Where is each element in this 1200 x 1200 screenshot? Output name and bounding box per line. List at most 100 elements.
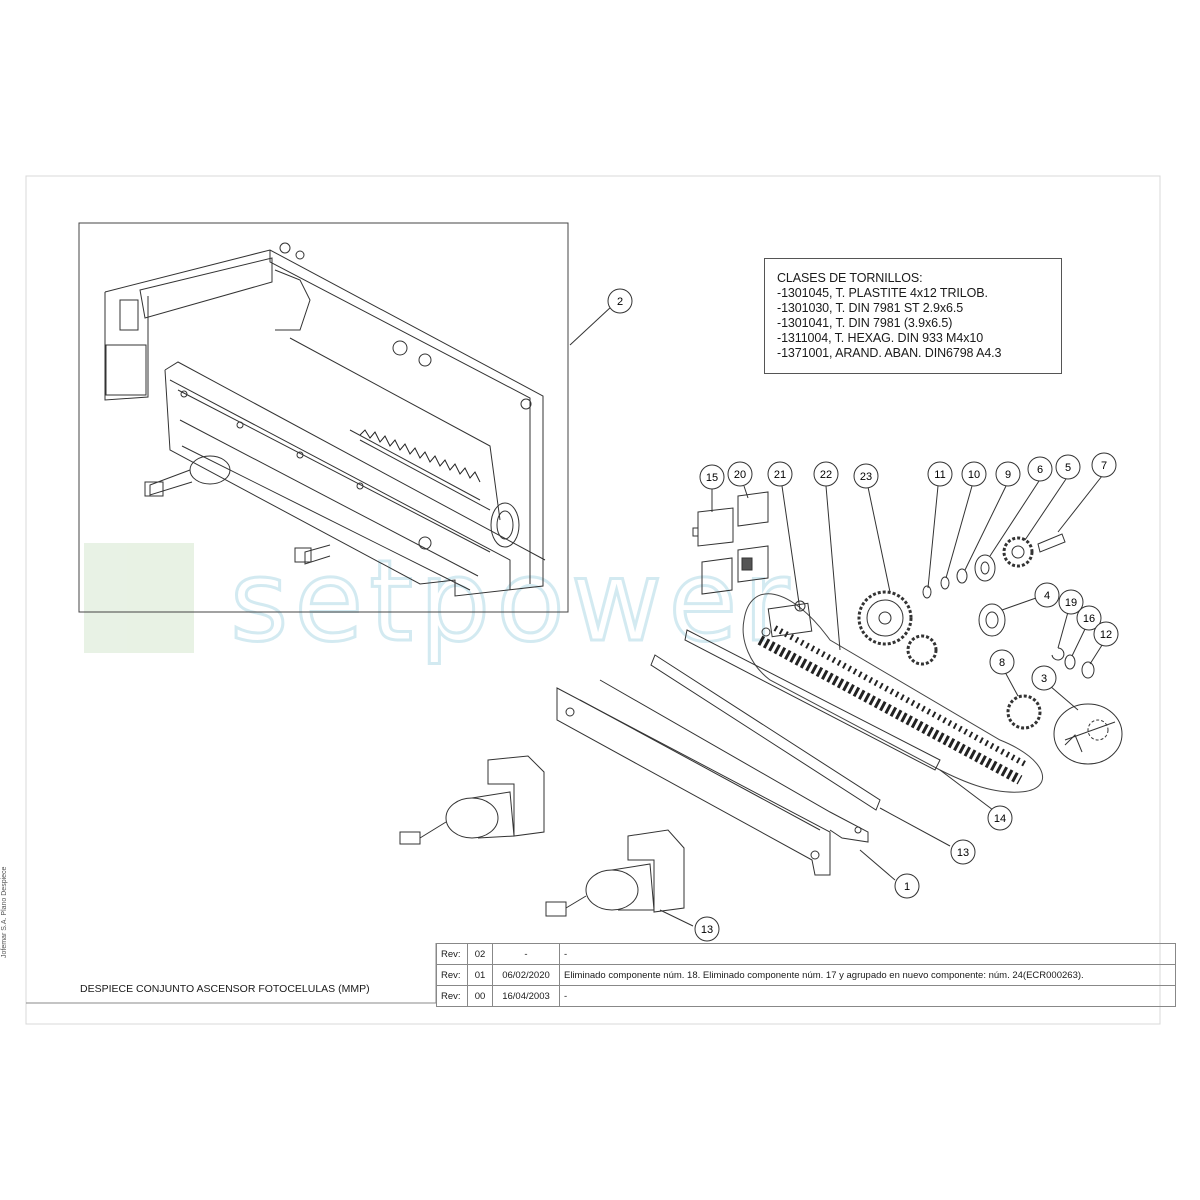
callout-5: 5 [1055,454,1081,480]
rev-date: 06/02/2020 [492,964,560,986]
gear-24-drawing [857,590,938,666]
inset-frame [78,222,569,613]
callout-20-label: 19 [1065,597,1077,609]
callout-14-label: 13 [957,847,969,859]
rev-number: 02 [467,943,493,965]
leader-10 [945,485,973,579]
callout-22: 21 [767,461,793,487]
callout-6: 6 [1027,456,1053,482]
leader-6 [989,480,1040,557]
leader-4 [1001,597,1037,611]
callout-9: 9 [995,461,1021,487]
callout-11: 11 [927,461,953,487]
plates-drawing [692,491,769,595]
callout-13-label: 13 [701,924,713,936]
leader-24 [867,486,891,593]
rev-label: Rev: [436,943,468,965]
leader-13 [659,909,694,927]
callout-23: 22 [813,461,839,487]
callout-4-label: 4 [1044,590,1050,602]
revision-row: Rev: 02 - - [436,943,1176,965]
leader-1 [859,849,896,881]
watermark: setpower [84,536,795,669]
leader-3 [1049,685,1079,711]
hardware-drawing [922,533,1095,679]
callout-22-label: 21 [774,469,786,481]
callout-23-label: 22 [820,469,832,481]
leader-22 [781,485,801,611]
drawing-title: DESPIECE CONJUNTO ASCENSOR FOTOCELULAS (… [80,983,370,995]
callout-12: 12 [1093,621,1119,647]
revision-row: Rev: 01 06/02/2020 Eliminado componente … [436,964,1176,986]
callout-19: 16 [1076,605,1102,631]
callout-2: 2 [607,288,633,314]
leader-11 [927,485,939,589]
leader-21 [743,485,749,499]
side-text: Jofemar S.A. Plano Despiece [1,866,8,958]
callout-15-label: 14 [994,813,1006,825]
callout-16-label: 15 [706,472,718,484]
leader-9 [964,485,1007,571]
callout-7-label: 7 [1101,460,1107,472]
assembled-chassis-drawing [104,242,546,597]
rev-description: Eliminado componente núm. 18. Eliminado … [559,964,1176,986]
screw-type-line: -1301045, T. PLASTITE 4x12 TRILOB. [777,286,988,300]
callout-16: 15 [699,464,725,490]
revision-table: Rev: 02 - - Rev: 01 06/02/2020 Eliminado… [436,943,1176,1007]
callout-8-label: 8 [999,657,1005,669]
motors-drawing [399,755,685,917]
callout-10-label: 10 [968,469,980,481]
callout-3-label: 3 [1041,673,1047,685]
leader-23 [825,485,841,651]
watermark-text: setpower [230,537,795,667]
callout-4: 4 [1034,582,1060,608]
callout-20: 19 [1058,589,1084,615]
sheet-border [25,175,1161,1025]
callout-1: 1 [894,873,920,899]
callout-11-label: 11 [934,469,945,481]
callout-12-label: 12 [1100,629,1112,641]
rev-label: Rev: [436,964,468,986]
leader-14 [879,807,951,847]
callout-5-label: 5 [1065,462,1071,474]
belt-chain-drawing [742,593,1043,793]
screw-type-line: -1311004, T. HEXAG. DIN 933 M4x10 [777,331,984,345]
callout-21: 20 [727,461,753,487]
callout-1-label: 1 [904,881,910,893]
callout-7: 7 [1091,452,1117,478]
callout-6-label: 6 [1037,464,1043,476]
callout-8: 8 [989,649,1015,675]
callout-21-label: 20 [734,469,746,481]
screw-types-box: CLASES DE TORNILLOS: -1301045, T. PLASTI… [764,258,1062,374]
leader-19 [1071,626,1087,657]
callout-2-label: 2 [617,296,623,308]
revision-row: Rev: 00 16/04/2003 - [436,985,1176,1007]
callout-24-label: 23 [860,471,872,483]
rev-description: - [559,985,1176,1007]
callout-13: 13 [694,916,720,942]
rev-description: - [559,943,1176,965]
rev-number: 01 [467,964,493,986]
screw-type-line: -1301041, T. DIN 7981 (3.9x6.5) [777,316,953,330]
leader-8 [1004,671,1019,697]
leader-15 [939,769,994,811]
leader-7 [1057,475,1103,533]
callout-15: 14 [987,805,1013,831]
callout-14: 13 [950,839,976,865]
leader-5 [1024,478,1067,541]
callout-19-label: 16 [1083,613,1095,625]
rev-date: - [492,943,560,965]
screw-types-heading: CLASES DE TORNILLOS: [777,271,923,285]
watermark-green-block [84,543,194,653]
callout-10: 10 [961,461,987,487]
rev-number: 00 [467,985,493,1007]
rev-label: Rev: [436,985,468,1007]
gear-shaft-drawing [1006,694,1123,765]
screw-type-line: -1301030, T. DIN 7981 ST 2.9x6.5 [777,301,964,315]
rails-drawing [556,629,941,876]
callout-3: 3 [1031,665,1057,691]
leader-20 [1057,611,1069,649]
callout-9-label: 9 [1005,469,1011,481]
leader-2 [569,305,613,346]
